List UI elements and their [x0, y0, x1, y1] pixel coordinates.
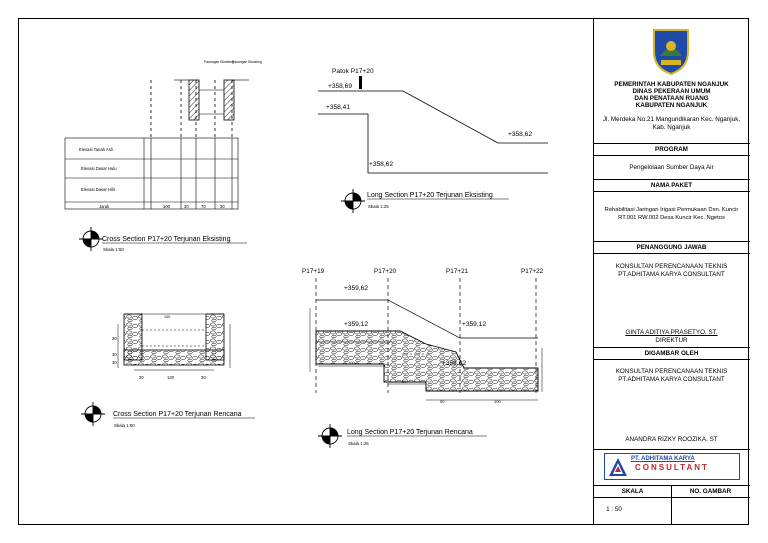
- ls-plan-title-symbol: [318, 424, 342, 448]
- drawing-frame: [18, 18, 749, 525]
- ls-plan-dim-100a: 100: [348, 360, 355, 365]
- cs-plan-dim-120: 120: [167, 375, 175, 380]
- ls-exist-elev-3: +358,62: [508, 131, 532, 138]
- pasangan-label-1: Pasangan Eksisting: [204, 60, 234, 64]
- ls-plan-dim-90: 90: [402, 379, 407, 384]
- station-4: P17+22: [521, 268, 544, 275]
- ls-plan-scale: Skala 1:25: [348, 441, 369, 446]
- cs-plan-scale: Skala 1:50: [114, 423, 135, 428]
- cs-plan-dim-20: 20: [112, 336, 117, 341]
- company-logo: PT. ADHITAMA KARYA CONSULTANT: [604, 453, 740, 480]
- existing-wall-left: [188, 79, 200, 121]
- cs-plan-title: Cross Section P17+20 Terjunan Rencana: [113, 411, 242, 418]
- existing-wall-right: [223, 79, 235, 121]
- agency-line-4: KABUPATEN NGANJUK: [635, 102, 708, 109]
- digambar-company-1: KONSULTAN PERENCANAAN TEKNIS: [615, 368, 728, 375]
- program-header: PROGRAM: [655, 146, 688, 153]
- cs-exist-title: Cross Section P17+20 Terjunan Eksisting: [102, 236, 231, 243]
- nogambar-header: NO. GAMBAR: [689, 488, 732, 495]
- agency-line-3: DAN PENATAAN RUANG: [634, 95, 709, 102]
- cs-plan-dim-30a: 30: [112, 352, 117, 357]
- paket-header: NAMA PAKET: [650, 182, 693, 189]
- cs-plan-dim-100: 100: [164, 315, 170, 319]
- ls-plan-elev-2: +359,12: [344, 321, 368, 328]
- paket-line-2: RT.001 RW.002 Desa Kuncir Kec. Ngetos: [618, 215, 725, 221]
- logo-line-1: PT. ADHITAMA KARYA: [631, 456, 695, 462]
- station-1: P17+19: [302, 268, 325, 275]
- company-logo-icon: [609, 458, 627, 476]
- pj-role: DIREKTUR: [655, 337, 688, 344]
- digambar-name: ANANDRA RIZKY ROOZIKA, ST: [625, 436, 718, 443]
- patok-label: Patok P17+20: [332, 68, 374, 75]
- skala-value: 1 : 50: [606, 506, 622, 513]
- skala-header: SKALA: [621, 488, 644, 495]
- masonry-body: [315, 330, 539, 392]
- station-3: P17+21: [446, 268, 469, 275]
- address-line-2: Kab. Nganjuk: [652, 124, 691, 131]
- pj-company-1: KONSULTAN PERENCANAAN TEKNIS: [615, 263, 728, 270]
- title-block: PEMERINTAH KABUPATEN NGANJUK DINAS PEKER…: [593, 18, 750, 525]
- address-line-1: Jl. Merdeka No.21 Mangundikaran Kec. Nga…: [602, 116, 741, 123]
- long-section-plan: P17+19 P17+20 P17+21 P17+22 +359,62 +359…: [302, 268, 544, 448]
- jarak-1: 100: [163, 204, 171, 209]
- drawing-area: Pasangan Eksisting Pasangan Eksisting El…: [64, 60, 548, 448]
- ls-plan-elev-3: +359,12: [462, 321, 486, 328]
- ls-exist-title-symbol: [341, 189, 365, 213]
- jarak-2: 30: [184, 204, 189, 209]
- digambar-header: DIGAMBAR OLEH: [644, 350, 699, 357]
- cs-plan-dim-30c: 30: [139, 375, 144, 380]
- jarak-4: 30: [220, 204, 225, 209]
- ls-plan-dim-100b: 100: [494, 399, 501, 404]
- cs-plan-title-symbol: [81, 402, 105, 426]
- agency-line-1: PEMERINTAH KABUPATEN NGANJUK: [614, 81, 729, 88]
- patok-marker: [359, 76, 362, 89]
- row-label-hilir: Elevasi Dasar Hilir: [81, 187, 116, 192]
- ls-plan-dim-50: 50: [440, 399, 445, 404]
- ls-exist-elev-1: +358,69: [328, 83, 352, 90]
- cross-section-plan: 100 20 30 30 30 120 30 Cross Section P17…: [81, 313, 255, 428]
- agency-line-2: DINAS PEKERAAN UMUM: [632, 88, 711, 95]
- cs-exist-scale: Skala 1:50: [103, 247, 124, 252]
- row-label-jarak: Jarak: [99, 204, 110, 209]
- program-value: Pengelolaan Sumber Daya Air: [629, 164, 714, 171]
- pasangan-label-2: Pasangan Eksisting: [232, 60, 262, 64]
- ls-plan-elev-1: +359,62: [344, 285, 368, 292]
- elevation-table: [64, 137, 239, 210]
- pj-header: PENANGGUNG JAWAB: [636, 244, 707, 251]
- jarak-3: 70: [201, 204, 206, 209]
- ls-plan-title: Long Section P17+20 Terjunan Rencana: [347, 429, 473, 436]
- cs-plan-dim-30d: 30: [201, 375, 206, 380]
- logo-line-2: CONSULTANT: [635, 463, 709, 472]
- ls-exist-title: Long Section P17+20 Terjunan Eksisting: [367, 192, 493, 199]
- digambar-company-2: PT.ADHITAMA KARYA CONSULTANT: [618, 376, 725, 383]
- pj-name: GINTA ADITIYA PRASETYO. ST.: [625, 329, 718, 336]
- row-label-hulu: Elevasi Dasar Hulu: [81, 166, 117, 171]
- station-2: P17+20: [374, 268, 397, 275]
- pj-company-2: PT.ADHITAMA KARYA CONSULTANT: [618, 271, 725, 278]
- cs-plan-dim-30b: 30: [112, 360, 117, 365]
- regency-emblem-icon: [653, 29, 689, 76]
- ls-exist-scale: Skala 1:25: [368, 204, 389, 209]
- cross-section-existing: Pasangan Eksisting Pasangan Eksisting El…: [64, 60, 262, 252]
- paket-line-1: Rehabilitasi Jaringan Irigasi Permukaan …: [604, 207, 739, 213]
- ls-exist-elev-4: +358,62: [369, 161, 393, 168]
- long-section-existing: Patok P17+20 +358,69 +358,41 +358,62 +35…: [318, 68, 548, 213]
- ls-exist-elev-2: +358,41: [326, 104, 350, 111]
- cs-exist-title-symbol: [79, 227, 103, 251]
- row-label-tanah: Elevasi Tanah Asli: [79, 147, 113, 152]
